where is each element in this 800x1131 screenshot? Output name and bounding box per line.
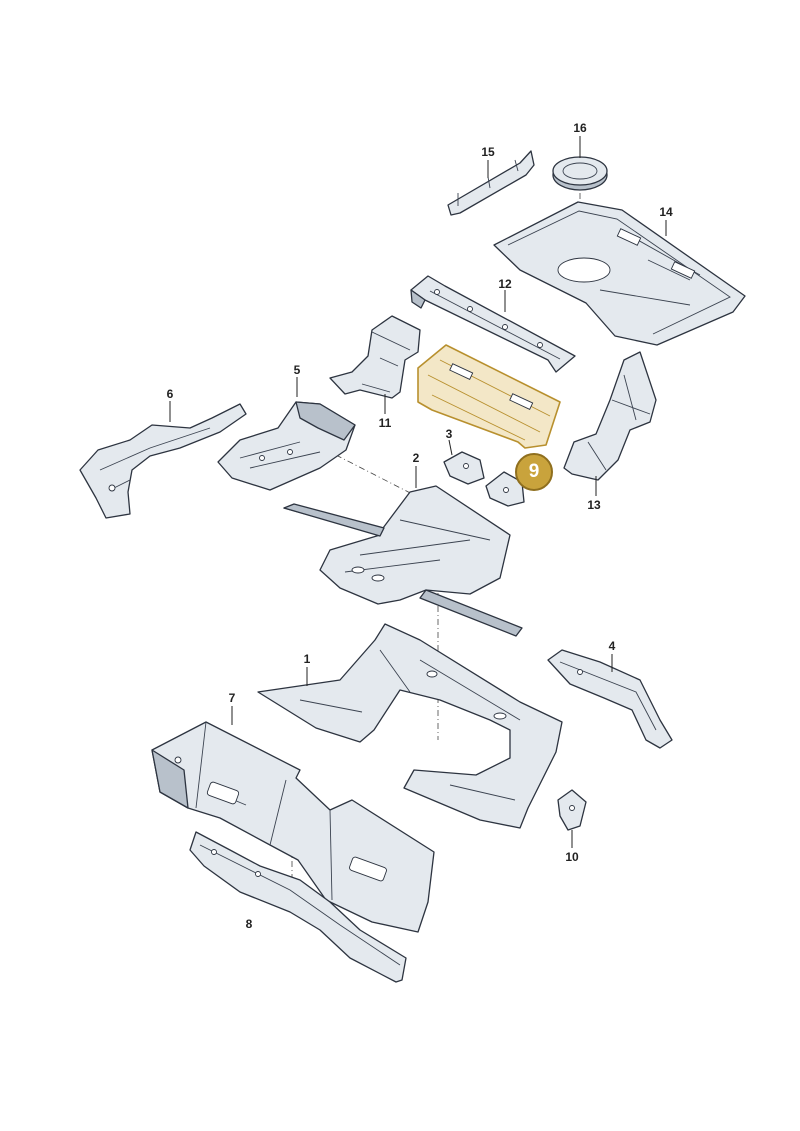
part-4-side-rail-right[interactable] bbox=[547, 649, 673, 749]
callout-14: 14 bbox=[659, 205, 673, 219]
part-9-highlighted-panel[interactable] bbox=[417, 344, 561, 449]
part-7-floor-assembly[interactable] bbox=[151, 721, 435, 933]
leader-lines bbox=[169, 136, 667, 848]
part-8-lower-rail[interactable] bbox=[189, 831, 407, 983]
part-3-mounting-brackets[interactable] bbox=[443, 451, 525, 507]
part-10-small-bracket[interactable] bbox=[557, 789, 587, 831]
callout-11: 11 bbox=[378, 416, 392, 430]
part-12-cross-member[interactable] bbox=[410, 275, 576, 373]
part-2-floor-tunnel[interactable] bbox=[283, 485, 523, 637]
part-1-front-floor[interactable] bbox=[257, 623, 563, 829]
callout-3: 3 bbox=[445, 427, 453, 441]
part-5-wheel-housing[interactable] bbox=[217, 401, 356, 491]
part-6-side-rail[interactable] bbox=[79, 403, 247, 519]
callout-16: 16 bbox=[573, 121, 587, 135]
part-11-support-bracket[interactable] bbox=[329, 315, 421, 399]
callout-1: 1 bbox=[303, 652, 311, 666]
callout-5: 5 bbox=[293, 363, 301, 377]
callout-2: 2 bbox=[412, 451, 420, 465]
part-13-side-member[interactable] bbox=[563, 351, 657, 481]
callout-6: 6 bbox=[166, 387, 174, 401]
callout-8: 8 bbox=[245, 917, 253, 931]
callout-13: 13 bbox=[587, 498, 601, 512]
callout-10: 10 bbox=[565, 850, 579, 864]
part-15-bracket[interactable] bbox=[447, 150, 535, 216]
callout-4: 4 bbox=[608, 639, 616, 653]
part-14-rear-floor-panel[interactable] bbox=[493, 201, 746, 346]
callout-12: 12 bbox=[498, 277, 512, 291]
callout-7: 7 bbox=[228, 691, 236, 705]
callout-15: 15 bbox=[481, 145, 495, 159]
callout-9-badge[interactable]: 9 bbox=[515, 453, 553, 491]
part-16-grommet[interactable] bbox=[552, 156, 608, 191]
